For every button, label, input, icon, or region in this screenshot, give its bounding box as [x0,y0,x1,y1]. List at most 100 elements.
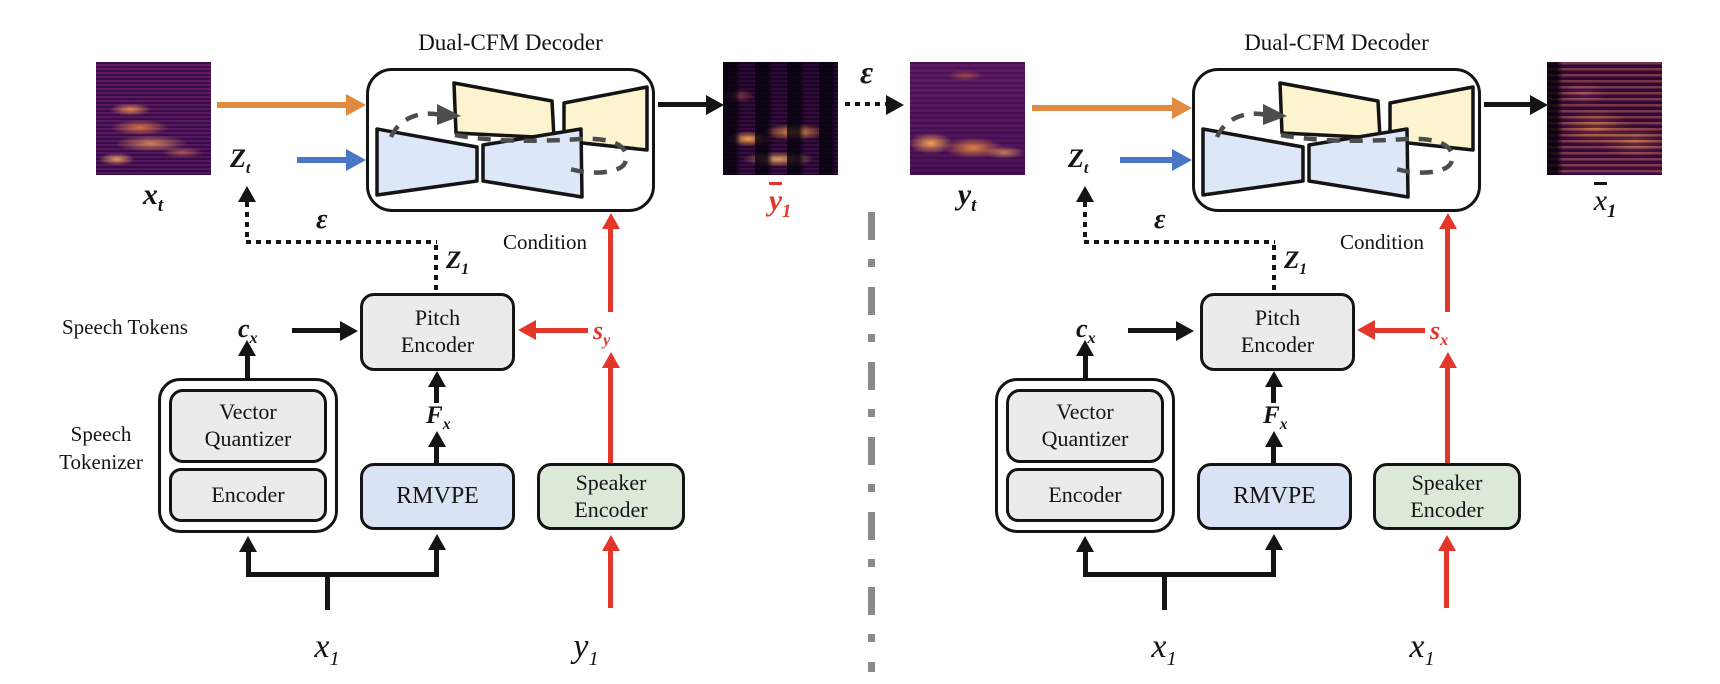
s-to-pitch-arrowhead-right [1357,320,1375,340]
speaker-to-s-arrowhead [602,352,620,368]
pitch-encoder-box-right: Pitch Encoder [1200,293,1355,371]
z1-dotted-horizontal [246,240,437,244]
x1-to-tokenizer-arrowhead-right [1076,536,1094,552]
decoder-bowtie-graphic-right [1201,81,1475,199]
x1-to-rmvpe-line-right [1271,550,1276,576]
speaker-to-s-line-right [1445,368,1450,463]
z1-dotted-vertical [434,245,438,293]
blue-flow-arrowhead-right [1172,149,1192,171]
x1-to-speaker-line-right [1444,551,1449,608]
rmvpe-to-fx-arrowhead [428,431,446,447]
decoder-output-arrowhead-right [1530,95,1548,115]
orange-flow-line-right [1032,105,1173,111]
condition-arrowhead-right [1439,213,1457,229]
label-speech-tokenizer: Speech Tokenizer [59,422,143,475]
decoder-output-arrowhead [706,95,724,115]
cx-to-pitch-arrowhead [340,321,358,341]
fx-to-pitch-arrowhead-right [1265,371,1283,387]
fx-to-pitch-line-right [1271,387,1276,403]
spectrogram-y-t [910,62,1025,175]
decoder-bowtie-graphic [375,81,649,199]
s-to-pitch-line [534,328,588,333]
label-input-x1-right: x1 [1151,628,1177,670]
pitch-encoder-box: Pitch Encoder [360,293,515,371]
label-input-x1: x1 [314,628,340,670]
epsilon-dotted-line [845,102,887,106]
rmvpe-to-fx-line [434,447,439,463]
label-z-t-right: Zt [1068,144,1089,178]
orange-flow-arrowhead [346,94,366,116]
fx-to-pitch-line [434,387,439,403]
spectrogram-x-bar-1 [1547,62,1662,175]
rmvpe-box-right: RMVPE [1197,463,1352,530]
label-z-t: Zt [230,144,251,178]
label-speech-tokens: Speech Tokens [62,315,188,339]
label-s-x: sx [1430,316,1449,350]
rmvpe-box: RMVPE [360,463,515,530]
fx-to-pitch-arrowhead [428,371,446,387]
label-c-x-right: cx [1076,314,1096,348]
spectrogram-y-bar-1 [723,62,838,175]
zt-dotted-vertical-right [1083,202,1087,240]
blue-flow-line-right [1120,157,1173,163]
epsilon-dotted-arrowhead [886,95,904,115]
label-y-t: yt [957,178,977,216]
y1-to-speaker-line [608,551,613,608]
cx-to-pitch-line-right [1128,328,1176,333]
dual-cfm-decoder-box [366,68,655,212]
x1-to-rmvpe-line [434,550,439,576]
speaker-to-s-line [608,368,613,463]
speaker-to-s-arrowhead-right [1439,352,1457,368]
decoder-output-line [658,102,708,107]
blue-flow-arrowhead [346,149,366,171]
z1-dotted-vertical-right [1272,245,1276,293]
dual-cfm-decoder-box-right [1192,68,1481,212]
label-s-y: sy [593,316,611,350]
tokenizer-to-cx-line-right [1083,354,1088,378]
label-y-bar-1: y1 [768,182,792,222]
tokenizer-to-cx-arrowhead [238,340,256,356]
half-divider [868,212,875,672]
zt-dotted-arrowhead-right [1076,186,1094,202]
rmvpe-to-fx-line-right [1271,447,1276,463]
x1-stem [325,574,330,610]
condition-arrowhead [602,213,620,229]
speaker-encoder-box: Speaker Encoder [537,463,685,530]
condition-line-upper [608,228,613,312]
x1-to-rmvpe-arrowhead-right [1265,534,1283,550]
x1-to-rmvpe-arrowhead [428,534,446,550]
tokenizer-to-cx-line [245,354,250,378]
label-input-y1: y1 [573,628,599,670]
label-f-x-right: Fx [1263,402,1288,433]
blue-flow-line [297,157,347,163]
x1-stem-right [1162,574,1167,610]
x1-to-tokenizer-line-right [1083,552,1088,576]
vector-quantizer-box: Vector Quantizer [169,389,327,463]
zt-dotted-vertical [245,202,249,240]
label-epsilon-mid: ε [860,54,874,90]
decoder-title: Dual-CFM Decoder [418,30,603,55]
encoder-box: Encoder [169,468,327,522]
decoder-output-line-right [1484,102,1532,107]
label-epsilon-inner-right: ε [1154,204,1166,235]
encoder-box-right: Encoder [1006,468,1164,522]
label-epsilon-inner: ε [316,204,328,235]
z1-dotted-horizontal-right [1084,240,1275,244]
label-condition-right: Condition [1340,230,1425,254]
x1-branch-bar-right [1083,572,1276,577]
rmvpe-to-fx-arrowhead-right [1265,431,1283,447]
label-condition: Condition [503,230,588,254]
x1-to-tokenizer-line [246,552,251,576]
cx-to-pitch-line [292,328,340,333]
label-x-bar-1: x1 [1593,182,1617,222]
condition-line-upper-right [1445,228,1450,312]
orange-flow-arrowhead-right [1172,97,1192,119]
y1-to-speaker-arrowhead [602,535,620,551]
tokenizer-to-cx-arrowhead-right [1076,340,1094,356]
x1-branch-bar [246,572,439,577]
label-z-1: Z1 [446,247,470,278]
s-to-pitch-line-right [1373,328,1425,333]
vector-quantizer-box-right: Vector Quantizer [1006,389,1164,463]
s-to-pitch-arrowhead [518,320,536,340]
